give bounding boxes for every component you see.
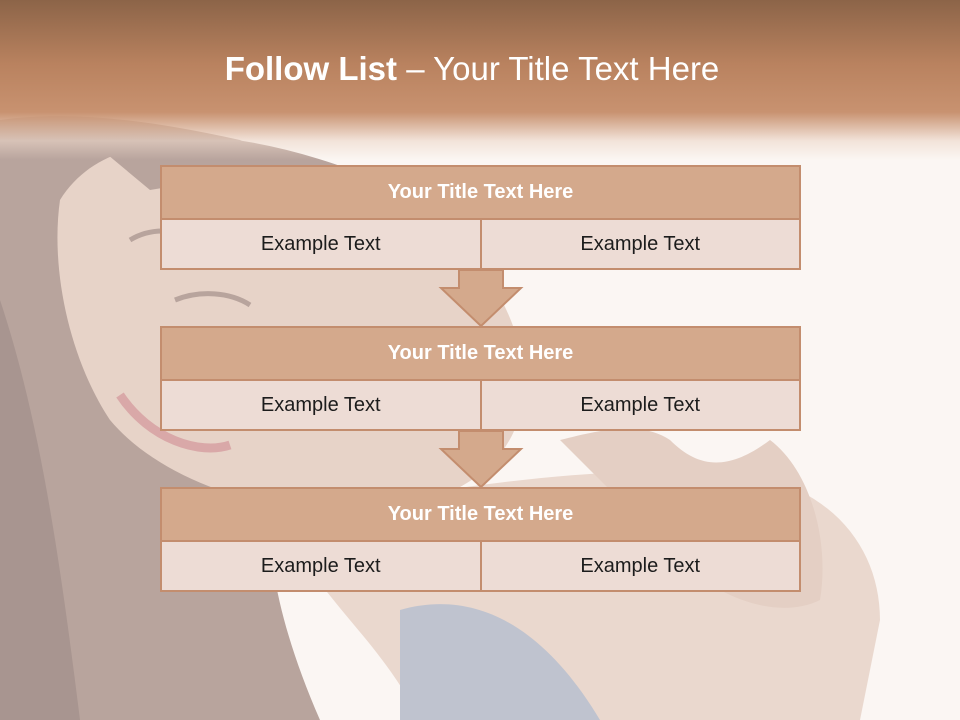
block-row: Example Text Example Text xyxy=(160,220,801,270)
block-row: Example Text Example Text xyxy=(160,381,801,431)
block-title: Your Title Text Here xyxy=(160,326,801,381)
block-cell-left: Example Text xyxy=(160,542,482,592)
block-cell-left: Example Text xyxy=(160,220,482,270)
block-cell-right: Example Text xyxy=(481,381,801,431)
slide-title-rest: – Your Title Text Here xyxy=(397,50,720,87)
block-title: Your Title Text Here xyxy=(160,487,801,542)
slide-title-bold: Follow List xyxy=(224,50,398,87)
block-row: Example Text Example Text xyxy=(160,542,801,592)
header-band xyxy=(0,0,960,160)
block-cell-left: Example Text xyxy=(160,381,482,431)
block-cell-right: Example Text xyxy=(481,220,801,270)
down-arrow-icon xyxy=(438,430,524,489)
follow-block-2: Your Title Text Here Example Text Exampl… xyxy=(160,326,801,431)
block-title: Your Title Text Here xyxy=(160,165,801,220)
slide-title: Follow List – Your Title Text Here xyxy=(0,50,944,88)
block-cell-right: Example Text xyxy=(481,542,801,592)
follow-block-1: Your Title Text Here Example Text Exampl… xyxy=(160,165,801,270)
follow-block-3: Your Title Text Here Example Text Exampl… xyxy=(160,487,801,592)
down-arrow-icon xyxy=(438,269,524,328)
